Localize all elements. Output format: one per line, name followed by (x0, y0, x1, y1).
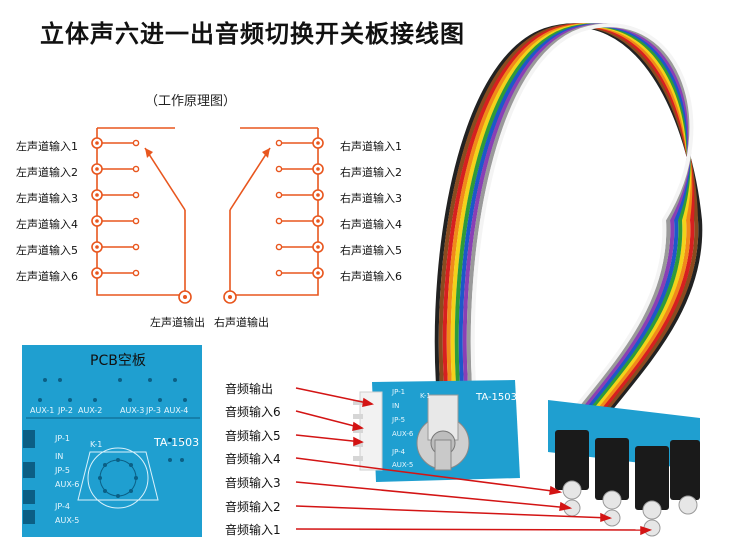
pcb-label-aux6: AUX-6 (55, 480, 80, 489)
ribbon-wire (462, 23, 692, 412)
pcb-label-aux1: AUX-1 (30, 406, 55, 415)
pcb-label-jp1: JP-1 (55, 434, 70, 443)
left-input-pins (91, 137, 140, 279)
arrow-label-output: 音频输出 (225, 382, 274, 396)
right-switch-contact (275, 217, 283, 225)
left-switch-contact (132, 139, 140, 147)
left-switch-contact (132, 217, 140, 225)
pcb-label-aux2: AUX-2 (78, 406, 103, 415)
arrow-label-input-4: 音频输入4 (225, 452, 281, 466)
right-input-label-6: 右声道输入6 (340, 270, 402, 283)
pcb-label-k1: K-1 (90, 440, 103, 449)
ribbon-wire (458, 23, 691, 412)
ribbon-wire (442, 23, 695, 412)
left-switch-contact (132, 243, 140, 251)
pcb-board (22, 345, 202, 537)
photo-model: TA-1503 (476, 392, 518, 403)
left-input-terminal-dot (95, 141, 99, 145)
schematic-lines (96, 127, 319, 296)
pcb-label-in: IN (55, 452, 64, 461)
right-switch-contact (275, 165, 283, 173)
ribbon-wire (466, 23, 693, 412)
switch-board (353, 380, 520, 482)
left-input-terminal-dot (95, 193, 99, 197)
left-switch-contact (132, 191, 140, 199)
left-wiper (144, 147, 186, 211)
left-input-terminal-dot (95, 245, 99, 249)
right-wiper (229, 147, 271, 211)
right-switch-contact (275, 191, 283, 199)
pcb-label-jp4: JP-4 (55, 502, 70, 511)
left-input-label-3: 左声道输入3 (16, 192, 78, 205)
photo-label-jp1: JP-1 (392, 388, 406, 396)
ribbon-cable (434, 23, 703, 412)
right-input-terminal-dot (316, 193, 320, 197)
diagram-title: 立体声六进一出音频切换开关板接线图 (40, 20, 465, 48)
right-input-label-2: 右声道输入2 (340, 166, 402, 179)
pcb-label-jp3: JP-3 (146, 406, 161, 415)
photo-label-k1: K-1 (420, 392, 431, 400)
right-input-terminal-dot (316, 245, 320, 249)
arrow-label-input-3: 音频输入3 (225, 476, 281, 490)
left-input-terminal-dot (95, 271, 99, 275)
right-switch-contact (275, 139, 283, 147)
photo-label-jp4: JP-4 (392, 448, 406, 456)
diagram-subtitle: （工作原理图） (145, 94, 237, 109)
right-input-label-5: 右声道输入5 (340, 244, 402, 257)
pcb-label-jp5: JP-5 (55, 466, 70, 475)
right-input-terminal-dot (316, 219, 320, 223)
annotation-arrows (295, 387, 653, 536)
pcb-label-aux4: AUX-4 (164, 406, 189, 415)
ribbon-wire (438, 23, 699, 412)
right-input-pins (275, 137, 324, 279)
ribbon-wire (470, 23, 694, 412)
left-switch-contact (132, 269, 140, 277)
right-switch-contact (275, 243, 283, 251)
photo-label-in: IN (392, 402, 400, 410)
photo-label-aux5: AUX-5 (392, 461, 414, 469)
left-input-terminal-dot (95, 219, 99, 223)
arrow-label-input-6: 音频输入6 (225, 405, 281, 419)
left-input-label-5: 左声道输入5 (16, 244, 78, 257)
arrow-label-input-5: 音频输入5 (225, 429, 281, 443)
left-input-terminal-dot (95, 167, 99, 171)
ribbon-wire (454, 23, 691, 412)
arrow-label-input-1: 音频输入1 (225, 523, 281, 537)
left-input-label-6: 左声道输入6 (16, 270, 78, 283)
right-output-label: 右声道输出 (214, 316, 269, 329)
right-input-label-1: 右声道输入1 (340, 140, 402, 153)
left-switch-contact (132, 165, 140, 173)
right-input-terminal-dot (316, 271, 320, 275)
right-switch-contact (275, 269, 283, 277)
left-input-label-2: 左声道输入2 (16, 166, 78, 179)
pcb-title: PCB空板 (90, 353, 146, 369)
right-input-terminal-dot (316, 141, 320, 145)
pcb-label-aux5: AUX-5 (55, 516, 80, 525)
ribbon-wire (450, 23, 692, 412)
right-wiper-arrowhead (262, 148, 270, 158)
rca-jack-board (548, 400, 700, 537)
photo-label-aux6: AUX-6 (392, 430, 414, 438)
ribbon-wire (446, 23, 693, 412)
right-input-label-3: 右声道输入3 (340, 192, 402, 205)
pcb-label-jp2: JP-2 (58, 406, 73, 415)
ribbon-wire (434, 23, 703, 412)
pcb-label-aux3: AUX-3 (120, 406, 145, 415)
left-input-label-4: 左声道输入4 (16, 218, 78, 231)
left-input-label-1: 左声道输入1 (16, 140, 78, 153)
photo-label-jp5: JP-5 (392, 416, 406, 424)
right-input-terminal-dot (316, 167, 320, 171)
right-input-label-4: 右声道输入4 (340, 218, 402, 231)
left-wiper-arrowhead (145, 148, 153, 158)
arrow-label-input-2: 音频输入2 (225, 500, 281, 514)
pcb-model: TA-1503 (154, 436, 200, 449)
left-output-label: 左声道输出 (150, 316, 205, 329)
